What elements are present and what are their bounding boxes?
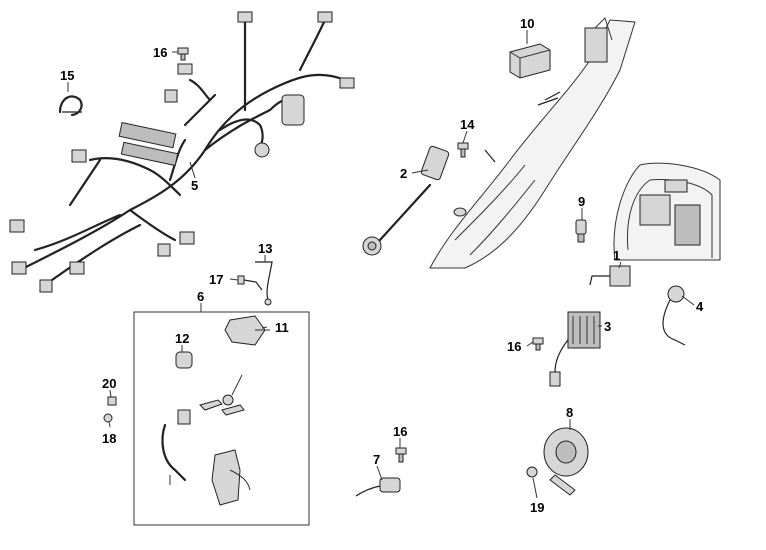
callout-11: 11 [275,320,289,335]
callout-9: 9 [578,194,585,209]
rear-panel [613,162,721,261]
cable-clip [58,95,83,117]
callout-12: 12 [175,331,189,346]
wiring-harness [9,11,355,293]
leader-lines [67,30,695,499]
screw-right [532,337,544,351]
callout-16-bottom: 16 [393,424,407,439]
lock-set-box [133,311,310,526]
voltage-regulator [549,311,601,387]
callout-16-top: 16 [153,45,167,60]
lock-set-parts [161,315,270,506]
bolt-14 [457,142,469,158]
callout-10: 10 [520,16,534,31]
callout-4: 4 [696,299,704,314]
callout-19: 19 [530,500,544,515]
callout-8: 8 [566,405,573,420]
callout-13: 13 [258,241,272,256]
callout-18: 18 [102,431,116,446]
horn [526,427,589,496]
fuse-holder [575,219,587,243]
callout-14: 14 [460,117,475,132]
sensor-switch [355,447,407,497]
callout-17: 17 [209,272,223,287]
screw-top [177,47,189,61]
callout-6: 6 [197,289,204,304]
starter-relay [589,265,631,287]
callout-5: 5 [191,178,198,193]
control-module [509,43,551,79]
callout-7: 7 [373,452,380,467]
callout-20: 20 [102,376,116,391]
callout-labels: 1 2 3 4 5 6 7 8 9 10 11 12 13 14 15 16 1… [60,16,704,515]
callout-3: 3 [604,319,611,334]
callout-16-right: 16 [507,339,521,354]
callout-2: 2 [400,166,407,181]
ground-cable [237,261,273,306]
ignition-coil [362,145,450,256]
callout-1: 1 [613,248,620,263]
plug-connector [662,285,686,346]
frame-tube [429,17,636,269]
callout-15: 15 [60,68,74,83]
washer-nut [103,396,117,423]
